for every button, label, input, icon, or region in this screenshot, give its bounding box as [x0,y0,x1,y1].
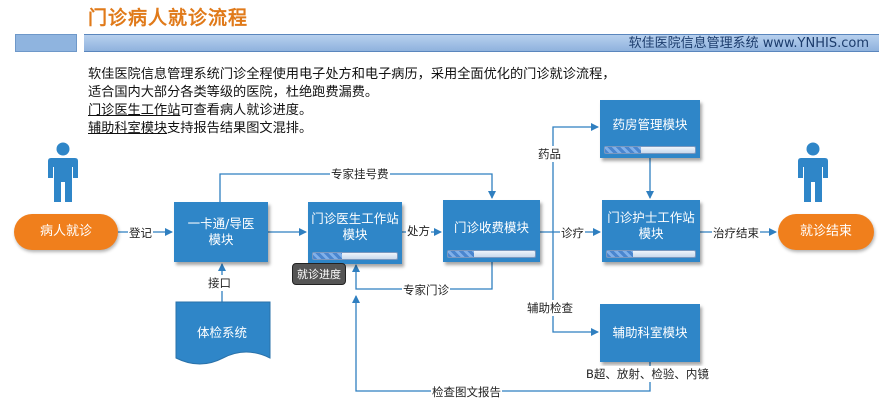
pharmacy-progress-bar [604,146,696,154]
intro-line-4: 辅助科室模块支持报告结果图文混排。 [88,120,788,138]
card-guide-label: 一卡通/导医模块 [187,216,255,247]
label-prescribe: 处方 [406,223,431,239]
intro-text: 软佳医院信息管理系统门诊全程使用电子处方和电子病历，采用全面优化的门诊就诊流程，… [88,66,788,138]
label-expert-clinic: 专家门诊 [402,282,450,298]
aux-dept-label: 辅助科室模块 [612,325,688,340]
label-report: 检查图文报告 [431,384,502,400]
physical-exam-node[interactable] [174,300,274,370]
intro-line-1: 软佳医院信息管理系统门诊全程使用电子处方和电子病历，采用全面优化的门诊就诊流程， [88,67,616,82]
doctor-station-label: 门诊医生工作站模块 [311,211,399,242]
label-medicine: 药品 [537,146,562,162]
progress-badge[interactable]: 就诊进度 [292,263,346,285]
site-brand: 软佳医院信息管理系统 www.YNHIS.com [628,36,869,51]
edge-medicine [552,123,599,232]
label-finish-treat: 治疗结束 [712,225,760,241]
physical-exam-label: 体检系统 [196,325,247,340]
aux-dept-link[interactable]: 辅助科室模块 [88,121,168,136]
patient-person-icon [48,142,78,202]
intro-line-3-rest: 可查看病人就诊进度。 [180,103,313,118]
card-guide-module[interactable]: 一卡通/导医模块 [174,202,268,262]
nurse-station-label: 门诊护士工作站模块 [607,210,695,241]
label-aux-items: B超、放射、检验、内镜 [585,366,710,382]
fee-module-label: 门诊收费模块 [453,220,529,235]
doctor-progress-bar [312,252,398,260]
fee-progress-bar [447,250,536,258]
pharmacy-module[interactable]: 药房管理模块 [600,100,700,158]
edge-aux-check [552,232,599,336]
fee-module[interactable]: 门诊收费模块 [443,200,540,262]
doctor-station-link[interactable]: 门诊医生工作站 [88,103,181,118]
label-expert-fee: 专家挂号费 [330,166,390,182]
label-aux-check: 辅助检查 [526,300,574,316]
label-interface: 接口 [207,275,232,291]
nurse-progress-bar [606,250,696,258]
doctor-station-module[interactable]: 门诊医生工作站模块 [308,202,402,264]
label-register: 登记 [128,225,153,241]
pharmacy-module-label: 药房管理模块 [612,117,688,132]
end-node[interactable]: 就诊结束 [778,214,874,250]
discharged-person-icon [798,142,828,202]
page-title: 门诊病人就诊流程 [88,7,249,29]
aux-dept-module[interactable]: 辅助科室模块 [600,304,700,362]
intro-line-4-rest: 支持报告结果图文混排。 [167,121,313,136]
nurse-station-module[interactable]: 门诊护士工作站模块 [602,200,700,262]
label-treat: 诊疗 [560,225,585,241]
header-band-accent [15,34,77,52]
header-band: 软佳医院信息管理系统 www.YNHIS.com [84,34,879,52]
start-node[interactable]: 病人就诊 [14,214,118,250]
intro-line-3: 门诊医生工作站可查看病人就诊进度。 [88,102,788,120]
intro-line-2: 适合国内大部分各类等级的医院，杜绝跑费漏费。 [88,85,379,100]
